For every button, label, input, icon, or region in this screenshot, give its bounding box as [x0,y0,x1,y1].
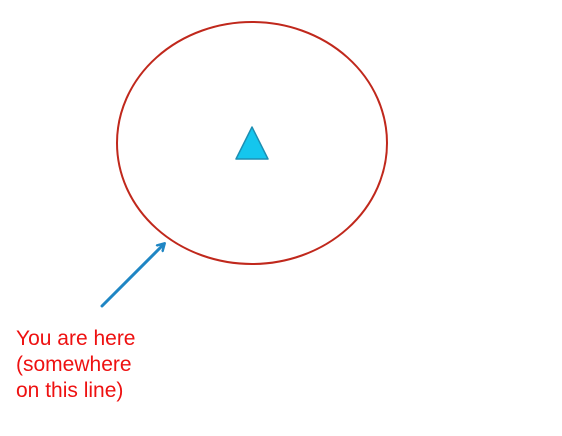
caption-line-2: (somewhere [16,353,132,376]
you-are-here-caption: You are here (somewhere on this line) [16,326,216,404]
caption-line-3: on this line) [16,379,124,402]
arrow-icon [100,244,164,308]
location-circle [116,21,388,265]
caption-line-1: You are here [16,327,136,350]
triangle-icon [235,126,269,160]
